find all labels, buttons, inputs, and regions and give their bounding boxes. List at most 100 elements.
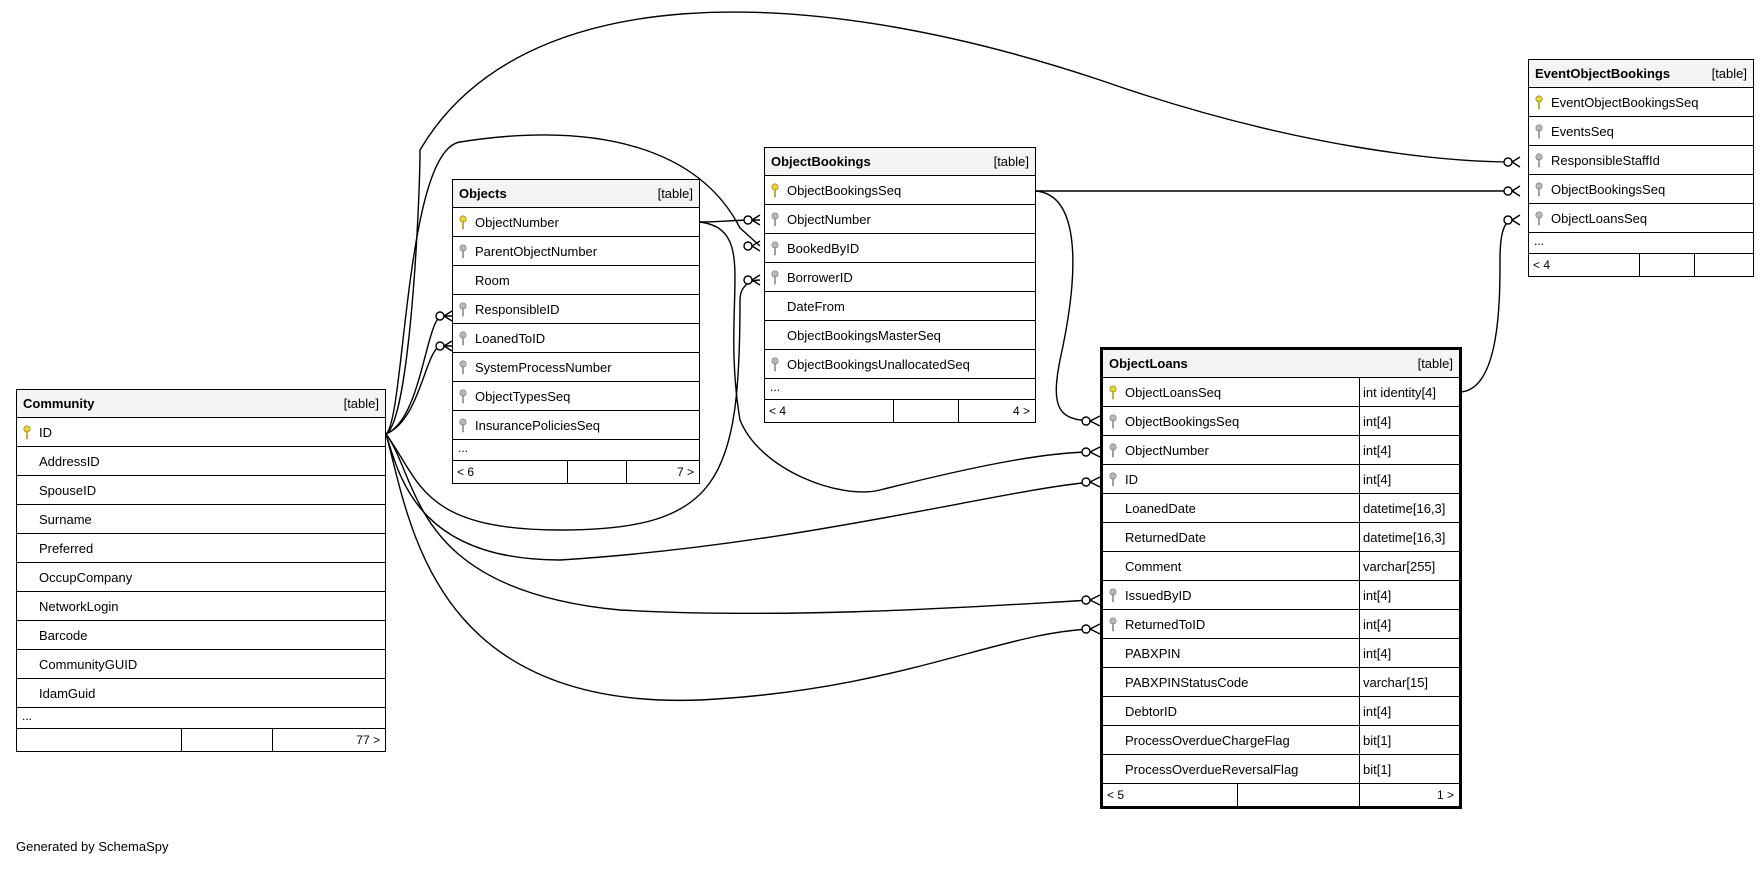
- column-name: ProcessOverdueChargeFlag: [1125, 732, 1290, 748]
- column-row[interactable]: ObjectBookingsSeq: [1529, 175, 1753, 204]
- column-row[interactable]: ObjectNumber: [453, 208, 699, 237]
- table-objectbookings[interactable]: ObjectBookings [table] ObjectBookingsSeq…: [764, 147, 1036, 423]
- primary-key-icon: [1529, 94, 1549, 110]
- column-row[interactable]: ResponsibleID: [453, 295, 699, 324]
- children-count[interactable]: 7 >: [676, 465, 694, 479]
- foreign-key-icon: [765, 356, 785, 372]
- column-row[interactable]: InsurancePoliciesSeq: [453, 411, 699, 440]
- column-row[interactable]: Room: [453, 266, 699, 295]
- rel-objects-objectloans-objectnumber: [699, 221, 1093, 493]
- column-row[interactable]: ObjectBookingsMasterSeq: [765, 321, 1035, 350]
- column-row[interactable]: ObjectLoansSeq: [1529, 204, 1753, 233]
- column-row[interactable]: ProcessOverdueReversalFlag bit[1]: [1103, 755, 1459, 784]
- parents-count[interactable]: < 5: [1107, 788, 1125, 802]
- parents-count[interactable]: < 4: [769, 404, 787, 418]
- column-row[interactable]: ObjectBookingsUnallocatedSeq: [765, 350, 1035, 379]
- column-row[interactable]: SystemProcessNumber: [453, 353, 699, 382]
- column-name: EventObjectBookingsSeq: [1551, 94, 1699, 110]
- column-row[interactable]: BorrowerID: [765, 263, 1035, 292]
- column-row[interactable]: ObjectNumber: [765, 205, 1035, 234]
- column-row[interactable]: SpouseID: [17, 476, 385, 505]
- primary-key-icon: [17, 424, 37, 440]
- more-columns-indicator: ...: [765, 379, 1035, 400]
- column-row[interactable]: EventObjectBookingsSeq: [1529, 88, 1753, 117]
- column-row[interactable]: ResponsibleStaffId: [1529, 146, 1753, 175]
- column-name: OccupCompany: [39, 569, 133, 585]
- column-name: ProcessOverdueReversalFlag: [1125, 761, 1299, 777]
- column-type: varchar[255]: [1359, 552, 1459, 580]
- column-name: ObjectTypesSeq: [475, 388, 571, 404]
- column-name: Surname: [39, 511, 92, 527]
- column-row[interactable]: NetworkLogin: [17, 592, 385, 621]
- parents-count[interactable]: [17, 729, 181, 751]
- foreign-key-icon: [1529, 152, 1549, 168]
- column-name: NetworkLogin: [39, 598, 119, 614]
- table-tag: [table]: [1417, 356, 1453, 371]
- column-name: ID: [39, 424, 52, 440]
- table-header: Objects [table]: [453, 180, 699, 208]
- column-row[interactable]: Barcode: [17, 621, 385, 650]
- foreign-key-icon: [453, 243, 473, 259]
- column-row[interactable]: AddressID: [17, 447, 385, 476]
- table-name: Objects: [459, 186, 507, 201]
- more-columns-indicator: ...: [17, 708, 385, 729]
- column-row[interactable]: EventsSeq: [1529, 117, 1753, 146]
- column-row[interactable]: ObjectBookingsSeq: [765, 176, 1035, 205]
- table-footer: < 6 7 >: [453, 461, 699, 483]
- column-row[interactable]: DateFrom: [765, 292, 1035, 321]
- column-name: LoanedToID: [475, 330, 546, 346]
- column-row[interactable]: OccupCompany: [17, 563, 385, 592]
- column-row[interactable]: ID: [17, 418, 385, 447]
- children-count[interactable]: [1695, 254, 1753, 276]
- column-name: IdamGuid: [39, 685, 96, 701]
- column-type: int[4]: [1359, 610, 1459, 638]
- column-row[interactable]: IdamGuid: [17, 679, 385, 708]
- parents-count[interactable]: < 6: [457, 465, 475, 479]
- table-tag: [table]: [657, 186, 693, 201]
- column-name: ObjectBookingsMasterSeq: [787, 327, 941, 343]
- foreign-key-icon: [453, 301, 473, 317]
- column-name: ReturnedDate: [1125, 529, 1206, 545]
- column-type: int[4]: [1359, 436, 1459, 464]
- column-type: bit[1]: [1359, 755, 1459, 783]
- children-count[interactable]: 4 >: [1012, 404, 1030, 418]
- table-footer: < 4 4 >: [765, 400, 1035, 422]
- rel-community-objects-loanedto: [385, 345, 452, 435]
- column-type: int[4]: [1359, 639, 1459, 667]
- column-row[interactable]: BookedByID: [765, 234, 1035, 263]
- foreign-key-icon: [1103, 616, 1123, 632]
- foreign-key-icon: [453, 330, 473, 346]
- column-row[interactable]: CommunityGUID: [17, 650, 385, 679]
- column-row[interactable]: ParentObjectNumber: [453, 237, 699, 266]
- column-row[interactable]: ObjectTypesSeq: [453, 382, 699, 411]
- foreign-key-icon: [1103, 471, 1123, 487]
- primary-key-icon: [453, 214, 473, 230]
- table-footer: < 5 1 >: [1103, 784, 1459, 806]
- children-count[interactable]: 1 >: [1359, 784, 1459, 806]
- column-row[interactable]: Preferred: [17, 534, 385, 563]
- children-count[interactable]: 77 >: [356, 733, 380, 747]
- column-name: ParentObjectNumber: [475, 243, 598, 259]
- column-name: IssuedByID: [1125, 587, 1192, 603]
- column-row[interactable]: Surname: [17, 505, 385, 534]
- parents-count[interactable]: < 4: [1533, 258, 1551, 272]
- foreign-key-icon: [1529, 181, 1549, 197]
- table-eventobjectbookings[interactable]: EventObjectBookings [table] EventObjectB…: [1528, 59, 1754, 277]
- column-row[interactable]: LoanedToID: [453, 324, 699, 353]
